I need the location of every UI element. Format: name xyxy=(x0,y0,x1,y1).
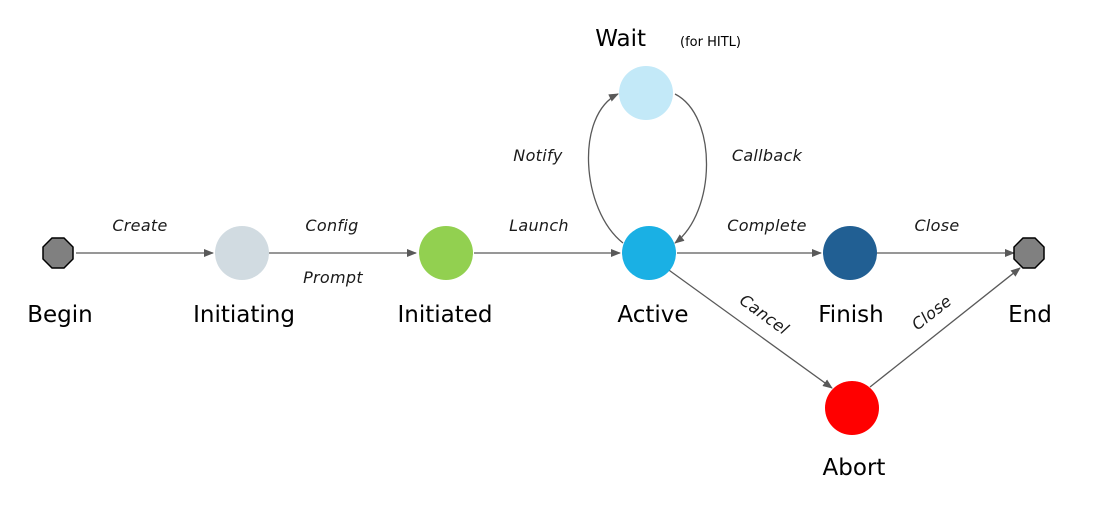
edge-notify xyxy=(587,93,624,244)
prompt-label: Prompt xyxy=(303,268,363,287)
abort-label: Abort xyxy=(823,455,886,481)
edge-callback xyxy=(674,93,708,244)
initiated-node xyxy=(419,226,473,280)
edges xyxy=(76,93,1021,389)
callback-label: Callback xyxy=(732,146,803,165)
end-label: End xyxy=(1008,302,1052,328)
create-label: Create xyxy=(112,216,167,235)
finish-label: Finish xyxy=(818,302,883,328)
notify-label: Notify xyxy=(513,146,563,165)
begin-node xyxy=(42,237,74,269)
active-label: Active xyxy=(617,302,688,328)
wait-label: Wait xyxy=(595,26,646,52)
active-node xyxy=(622,226,676,280)
finish-node xyxy=(823,226,877,280)
wait-node xyxy=(619,66,673,120)
cancel-label: Cancel xyxy=(736,290,793,338)
config-label: Config xyxy=(305,216,358,235)
edge-close-abort xyxy=(869,267,1021,388)
launch-label: Launch xyxy=(509,216,569,235)
edge-cancel xyxy=(665,267,833,389)
complete-label: Complete xyxy=(727,216,807,235)
close-abort-label: Close xyxy=(908,291,955,334)
wait-note: (for HITL) xyxy=(680,35,741,50)
close-finish-label: Close xyxy=(914,216,959,235)
begin-label: Begin xyxy=(27,302,93,328)
initiating-label: Initiating xyxy=(193,302,295,328)
end-node xyxy=(1013,237,1045,269)
initiating-node xyxy=(215,226,269,280)
initiated-label: Initiated xyxy=(397,302,492,328)
abort-node xyxy=(825,381,879,435)
